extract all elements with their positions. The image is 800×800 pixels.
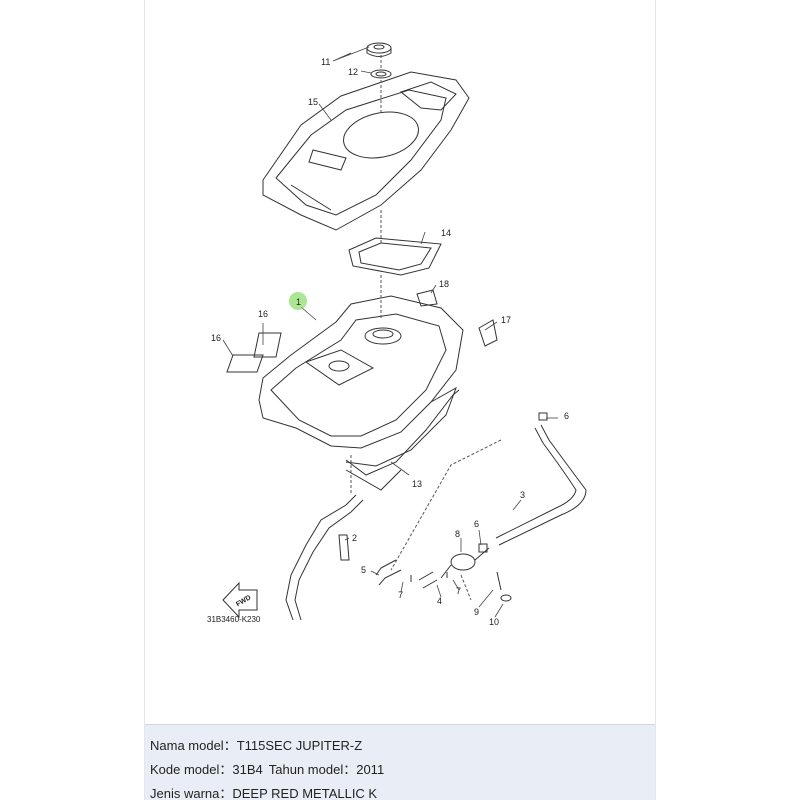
callout-17: 17: [501, 315, 511, 325]
bracket-part: [416, 289, 498, 347]
callout-18: 18: [439, 279, 449, 289]
callout-9: 9: [474, 607, 479, 617]
fuel-tank-part: [258, 295, 464, 467]
callout-8: 8: [455, 529, 460, 539]
callout-7: 7: [398, 590, 403, 600]
fuel-cap-part: [366, 42, 392, 57]
callout-1: 1: [296, 297, 301, 307]
callout-7: 7: [456, 586, 461, 596]
callout-10: 10: [489, 617, 499, 627]
callout-6: 6: [474, 519, 479, 529]
model-code-value: 31B4: [232, 762, 263, 777]
model-code-label: Kode model：: [150, 762, 233, 777]
callout-11: 11: [321, 57, 330, 67]
callout-15: 15: [308, 97, 318, 107]
fuel-hose-part: [495, 424, 587, 546]
selected-part-highlight: [289, 292, 307, 310]
drain-hose-part: [285, 494, 364, 621]
fuel-valve-part: [375, 412, 548, 602]
model-info-panel: Nama model：T115SEC JUPITER-Z Kode model：…: [145, 724, 655, 800]
tank-cover-part: [262, 71, 470, 231]
callout-13: 13: [412, 479, 422, 489]
model-code-row: Kode model：31B4 Tahun model：2011: [150, 759, 384, 778]
callout-6: 6: [564, 411, 569, 421]
callout-3: 3: [520, 490, 525, 500]
forward-direction-arrow: [222, 581, 258, 619]
image-frame: 11 12 15 14 18 1 16 17 16 6 13 3 8 6 2 5…: [144, 0, 656, 800]
side-trim-part: [345, 389, 460, 491]
model-name-row: Nama model：T115SEC JUPITER-Z: [150, 735, 362, 754]
color-row: Jenis warna：DEEP RED METALLIC K: [150, 783, 377, 800]
model-year-label: Tahun model：: [268, 762, 357, 777]
color-value: DEEP RED METALLIC K: [232, 786, 378, 800]
diagram-reference-code: 31B3460-K230: [207, 615, 261, 624]
color-label: Jenis warna：: [150, 786, 233, 800]
cap-gasket-part: [370, 69, 392, 79]
exploded-parts-diagram: 11 12 15 14 18 1 16 17 16 6 13 3 8 6 2 5…: [207, 42, 587, 627]
callout-4: 4: [437, 596, 442, 606]
callout-12: 12: [348, 67, 358, 77]
model-name-label: Nama model：: [150, 738, 237, 753]
callout-5: 5: [361, 565, 366, 575]
label-sticker-part: [226, 332, 282, 373]
callout-2: 2: [352, 533, 357, 543]
callout-16: 16: [211, 333, 221, 343]
model-year-value: 2011: [356, 762, 385, 777]
callout-14: 14: [441, 228, 451, 238]
tank-gasket-part: [348, 237, 442, 276]
callout-16: 16: [258, 309, 268, 319]
model-name-value: T115SEC JUPITER-Z: [236, 738, 363, 753]
